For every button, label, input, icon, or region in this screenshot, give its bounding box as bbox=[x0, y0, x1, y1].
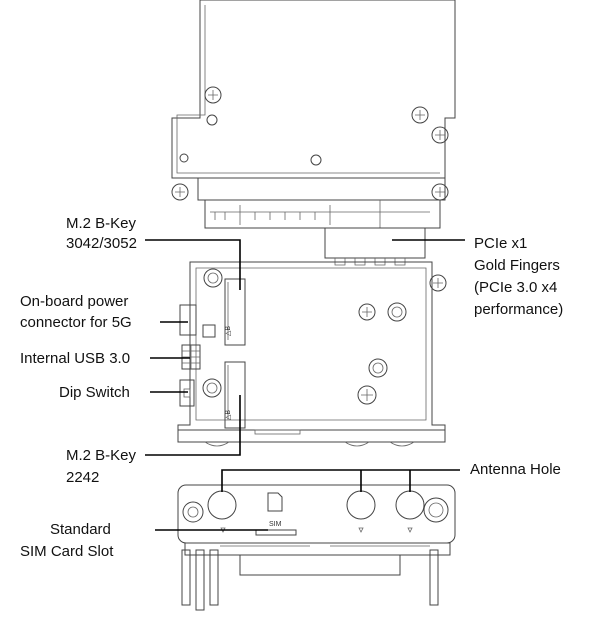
label-power: On-board power bbox=[20, 293, 128, 310]
leader-lines bbox=[145, 239, 465, 531]
label-gold-fingers: Gold Fingers bbox=[474, 257, 560, 274]
label-sim: Standard bbox=[50, 521, 111, 538]
antenna-hole bbox=[395, 490, 425, 520]
label-antenna: Antenna Hole bbox=[470, 461, 561, 478]
power-connector bbox=[179, 304, 197, 336]
antenna-hole bbox=[207, 490, 237, 520]
top-plate bbox=[171, 0, 456, 201]
key-b-mark: △B bbox=[225, 410, 232, 420]
callout-labels: M.2 B-Key 3042/3052 On-board power conne… bbox=[20, 215, 563, 560]
pcie-gold-fingers bbox=[197, 177, 446, 266]
antenna-hole bbox=[346, 490, 376, 520]
m2-slot-3042 bbox=[224, 278, 246, 346]
front-panel: SIM bbox=[177, 484, 456, 611]
sim-mark: SIM bbox=[269, 521, 282, 528]
label-pcie: PCIe x1 bbox=[474, 235, 527, 252]
label-sim-slot: SIM Card Slot bbox=[20, 543, 114, 560]
label-m2-3042: M.2 B-Key bbox=[66, 215, 137, 232]
main-board: △B △B bbox=[177, 261, 447, 447]
label-dip: Dip Switch bbox=[59, 384, 130, 401]
label-power-5g: connector for 5G bbox=[20, 314, 132, 331]
label-usb: Internal USB 3.0 bbox=[20, 350, 130, 367]
label-m2-2242-size: 2242 bbox=[66, 469, 99, 486]
label-m2-3042-size: 3042/3052 bbox=[66, 235, 137, 252]
label-pcie-perf: (PCIe 3.0 x4 bbox=[474, 279, 557, 296]
label-performance: performance) bbox=[474, 301, 563, 318]
sim-icon bbox=[267, 492, 283, 512]
label-m2-2242: M.2 B-Key bbox=[66, 447, 137, 464]
dip-switch bbox=[179, 379, 195, 407]
key-b-mark: △B bbox=[225, 326, 232, 336]
m2-slot-2242 bbox=[224, 361, 246, 429]
sim-card-slot bbox=[255, 529, 297, 536]
